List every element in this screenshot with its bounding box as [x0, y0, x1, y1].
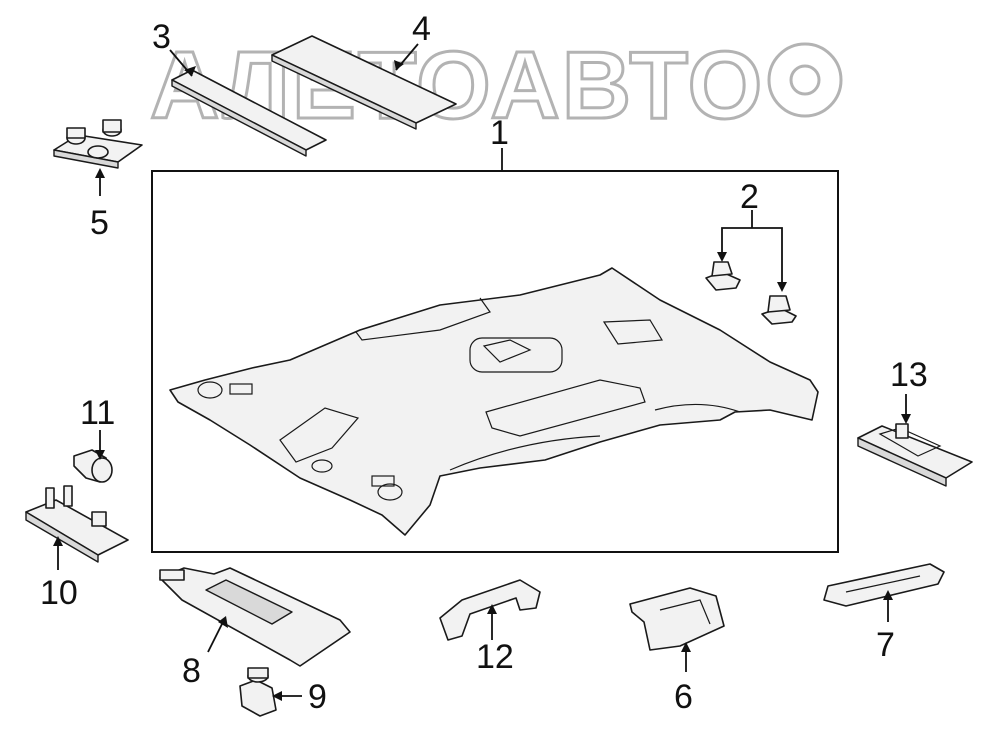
- assist-grip-part-12[interactable]: [439, 579, 541, 641]
- callout-8: 8: [182, 652, 201, 690]
- bulb-part-11[interactable]: [73, 449, 113, 483]
- callout-6: 6: [674, 678, 693, 716]
- pad-part-4[interactable]: [271, 35, 457, 130]
- callout-11: 11: [80, 394, 115, 432]
- callout-1: 1: [490, 114, 509, 152]
- trim-part-7[interactable]: [823, 563, 945, 607]
- bracket-part-5[interactable]: [53, 119, 143, 169]
- callout-12: 12: [476, 638, 514, 676]
- callout-3: 3: [152, 18, 171, 56]
- sun-visor-part-8[interactable]: [159, 567, 351, 667]
- callout-5: 5: [90, 204, 109, 242]
- callout-labels: 1 2 3 4 5 6 7 8 9 10 11 12 13: [40, 10, 928, 716]
- pad-strip-part-3[interactable]: [171, 69, 327, 157]
- lamp-part-10[interactable]: [25, 485, 129, 563]
- callout-2: 2: [740, 178, 759, 216]
- clip-part-2[interactable]: [705, 261, 797, 325]
- arrowheads: [53, 60, 911, 701]
- console-part-13[interactable]: [857, 423, 973, 487]
- callout-13: 13: [890, 356, 928, 394]
- bracket-part-6[interactable]: [629, 587, 725, 651]
- headliner-frame: [151, 170, 839, 553]
- callout-9: 9: [308, 678, 327, 716]
- callout-10: 10: [40, 574, 78, 612]
- headliner-part-1[interactable]: [169, 267, 819, 536]
- visor-holder-part-9[interactable]: [239, 667, 277, 717]
- callout-7: 7: [876, 626, 895, 664]
- callout-4: 4: [412, 10, 431, 48]
